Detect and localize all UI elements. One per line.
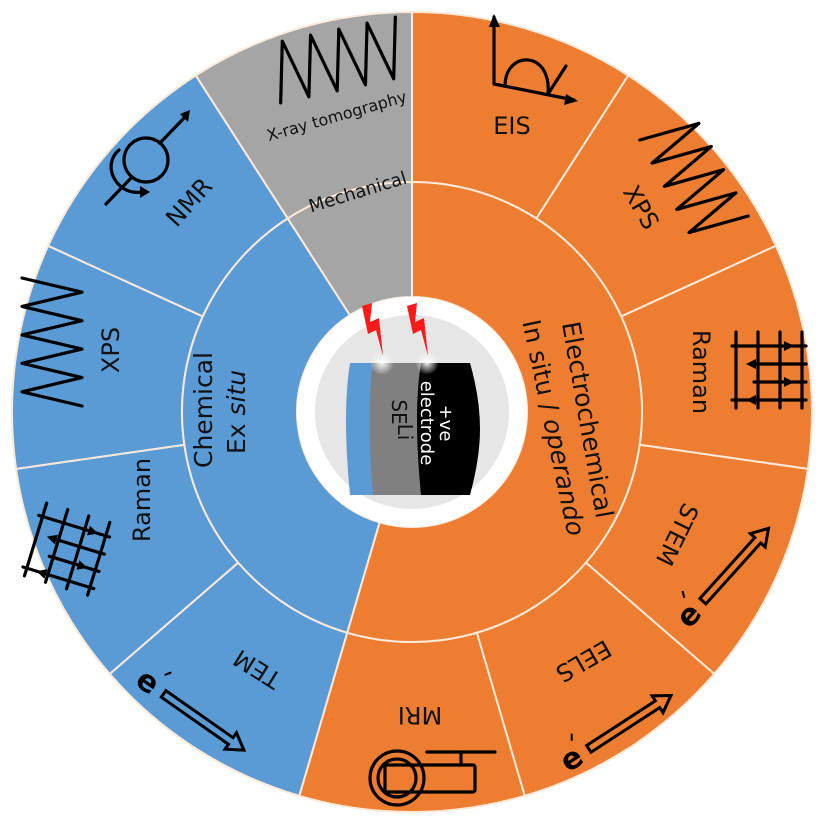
electrode-label-line2: electrode bbox=[416, 381, 437, 466]
solid-electrolyte-layer bbox=[369, 363, 426, 495]
battery-cell-illustration: Li SE +ve electrode bbox=[297, 297, 527, 527]
technique-label-raman-electrochemical: Raman bbox=[687, 330, 715, 414]
lightning-bolt-icon bbox=[362, 303, 383, 356]
positive-electrode-layer bbox=[417, 363, 480, 495]
se-label: SE bbox=[387, 399, 411, 424]
category-label-ex-situ: Ex situ bbox=[222, 370, 251, 454]
technique-label-raman-chemical: Raman bbox=[128, 458, 156, 542]
energy-levels-icon bbox=[730, 330, 808, 410]
technique-label-mri: MRI bbox=[398, 701, 442, 729]
sine-wave-icon bbox=[20, 276, 84, 408]
inner-segment-chemical bbox=[181, 217, 381, 634]
nuclear-spin-icon bbox=[104, 110, 190, 206]
category-label-chemical: Chemical bbox=[189, 352, 218, 468]
technique-label-xps-chemical: XPS bbox=[97, 327, 125, 373]
mri-scanner-icon bbox=[368, 749, 497, 807]
spark-glow-1 bbox=[370, 351, 394, 375]
electrode-label-line1: +ve bbox=[435, 405, 456, 442]
spark-glow-2 bbox=[415, 351, 439, 375]
inner-category-ring bbox=[181, 180, 643, 643]
outer-technique-ring bbox=[11, 10, 813, 813]
nyquist-plot-icon bbox=[489, 14, 578, 105]
sine-wave-icon bbox=[638, 121, 750, 235]
li-label: Li bbox=[393, 424, 417, 441]
lightning-bolt-icon bbox=[407, 303, 428, 356]
technique-label-eis: EIS bbox=[493, 112, 530, 140]
sine-wave-icon bbox=[279, 15, 397, 105]
energy-levels-icon bbox=[21, 501, 112, 597]
